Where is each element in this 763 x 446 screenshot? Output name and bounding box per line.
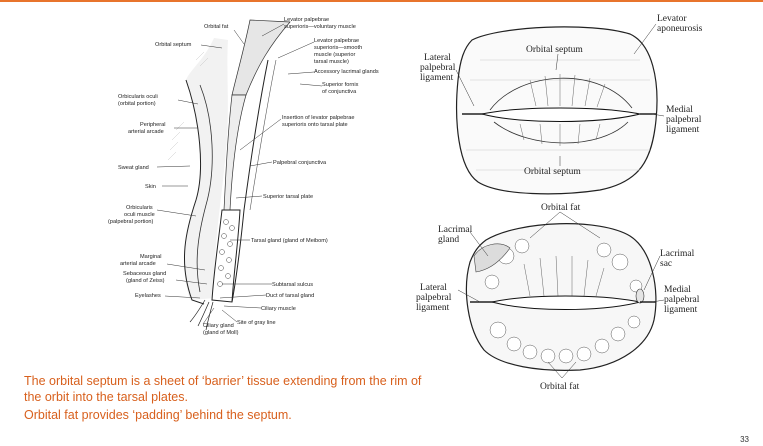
- orbital-fat-front-illustration: Orbital fat Lacrimal gland Lacrimal sac …: [416, 202, 700, 392]
- label-lateral-ligament-lower-line1: Lateral: [420, 283, 447, 293]
- label-lateral-ligament-lower-line2: palpebral: [416, 293, 452, 303]
- orbital-septum-front-illustration: Levator aponeurosis Orbital septum Later…: [420, 14, 703, 195]
- label-lacrimal-sac-line2: sac: [660, 259, 672, 269]
- label-medial-ligament-lower-line3: ligament: [664, 305, 698, 315]
- eyelid-sagittal-illustration: Orbital fat Levator palpebrae superioris…: [108, 17, 379, 336]
- label-orbital-fat-top: Orbital fat: [541, 202, 581, 213]
- label-oo-orbital-line2: (orbital portion): [118, 101, 156, 107]
- label-orbital-septum-top: Orbital septum: [526, 45, 583, 55]
- caption-orbital-fat: Orbital fat provides ‘padding’ behind th…: [24, 408, 292, 422]
- label-ciliary-gland-line2: (gland of Moll): [203, 330, 239, 336]
- label-levator-voluntary-line1: Levator palpebrae: [284, 17, 329, 23]
- label-lateral-ligament-upper-line2: palpebral: [420, 63, 456, 73]
- label-levator-aponeurosis-line2: aponeurosis: [657, 24, 703, 34]
- slide-top-accent-line: [0, 0, 763, 2]
- label-lateral-ligament-lower-line3: ligament: [416, 303, 450, 313]
- page-number: 33: [740, 435, 749, 444]
- label-medial-ligament-upper-line3: ligament: [666, 125, 700, 135]
- label-duct-tarsal-gland: Duct of tarsal gland: [266, 293, 314, 299]
- label-marginal-arcade-line1: Marginal: [140, 254, 161, 260]
- label-insertion-line2: superioris onto tarsal plate: [282, 122, 348, 128]
- label-marginal-arcade-line2: arterial arcade: [120, 261, 156, 267]
- label-orbital-fat: Orbital fat: [204, 24, 229, 30]
- label-superior-tarsal-plate: Superior tarsal plate: [263, 194, 313, 200]
- label-ciliary-gland-line1: Ciliary gland: [203, 323, 234, 329]
- label-oo-palpebral-line1: Orbicularis: [126, 205, 153, 211]
- label-accessory-lacrimal-glands: Accessory lacrimal glands: [314, 69, 379, 75]
- label-lateral-ligament-upper-line3: ligament: [420, 73, 454, 83]
- label-peripheral-arcade-line2: arterial arcade: [128, 129, 164, 135]
- label-ciliary-muscle: Ciliary muscle: [261, 306, 296, 312]
- label-site-gray-line: Site of gray line: [237, 320, 276, 326]
- label-lacrimal-gland-line1: Lacrimal: [438, 225, 473, 235]
- label-eyelashes: Eyelashes: [135, 293, 161, 299]
- label-medial-ligament-lower-line1: Medial: [664, 285, 691, 295]
- label-medial-ligament-lower-line2: palpebral: [664, 295, 700, 305]
- label-palpebral-conjunctiva: Palpebral conjunctiva: [273, 160, 327, 166]
- label-insertion-line1: Insertion of levator palpebrae: [282, 115, 354, 121]
- label-sweat-gland: Sweat gland: [118, 165, 149, 171]
- label-levator-aponeurosis-line1: Levator: [657, 14, 687, 24]
- label-subtarsal-sulcus: Subtarsal sulcus: [272, 282, 313, 288]
- label-sebaceous-line1: Sebaceous gland: [123, 271, 166, 277]
- label-tarsal-gland: Tarsal gland (gland of Meibom): [251, 238, 328, 244]
- label-lps-smooth-line2: superioris—smooth: [314, 45, 362, 51]
- caption-orbital-septum: The orbital septum is a sheet of ‘barrie…: [24, 374, 422, 404]
- label-oo-palpebral-line2: oculi muscle: [124, 212, 155, 218]
- label-peripheral-arcade-line1: Peripheral: [140, 122, 166, 128]
- label-superior-fornix-line1: Superior fornix: [322, 82, 359, 88]
- label-skin: Skin: [145, 184, 156, 190]
- label-medial-ligament-upper-line1: Medial: [666, 105, 693, 115]
- label-orbital-fat-bottom: Orbital fat: [540, 381, 580, 392]
- label-lacrimal-sac-line1: Lacrimal: [660, 249, 695, 259]
- label-lps-smooth-line4: tarsal muscle): [314, 59, 349, 65]
- label-oo-palpebral-line3: (palpebral portion): [108, 219, 154, 225]
- label-superior-fornix-line2: of conjunctiva: [322, 89, 357, 95]
- label-sebaceous-line2: (gland of Zeiss): [126, 278, 165, 284]
- label-levator-voluntary-line2: superioris—voluntary muscle: [284, 24, 356, 30]
- label-oo-orbital-line1: Orbicularis oculi: [118, 94, 158, 100]
- label-medial-ligament-upper-line2: palpebral: [666, 115, 702, 125]
- label-orbital-septum-bottom: Orbital septum: [524, 167, 581, 177]
- label-lacrimal-gland-line2: gland: [438, 235, 459, 245]
- label-lps-smooth-line3: muscle (superior: [314, 52, 355, 58]
- label-lps-smooth-line1: Levator palpebrae: [314, 38, 359, 44]
- label-orbital-septum-sagittal: Orbital septum: [155, 42, 192, 48]
- label-lateral-ligament-upper-line1: Lateral: [424, 53, 451, 63]
